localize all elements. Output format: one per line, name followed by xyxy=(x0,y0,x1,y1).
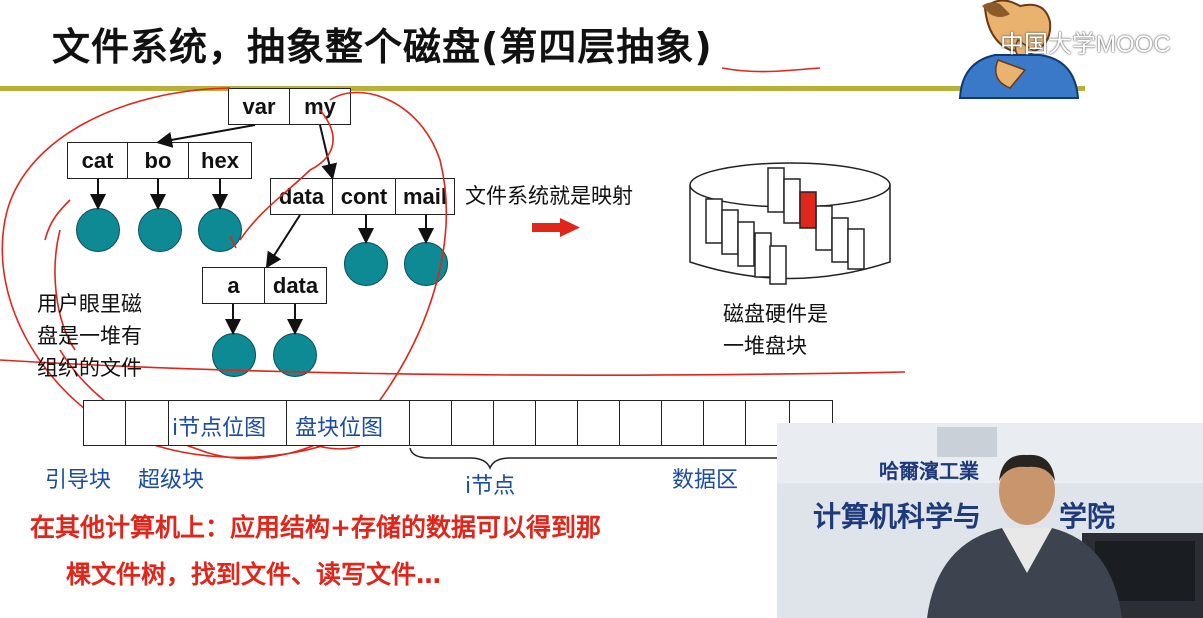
strip-block xyxy=(703,400,746,446)
video-banner-tail: 学院 xyxy=(1059,500,1116,533)
file-node xyxy=(404,242,448,286)
strip-block-block-bitmap xyxy=(286,400,410,446)
user-view-line-2: 盘是一堆有 xyxy=(37,324,142,348)
block-bitmap-label: 盘块位图 xyxy=(295,416,384,441)
file-node xyxy=(138,208,182,252)
boot-block-label: 引导块 xyxy=(45,468,112,493)
strip-block xyxy=(451,400,494,446)
slide-title: 文件系统，抽象整个磁盘(第四层抽象) xyxy=(52,25,713,69)
dir-entry-data: data xyxy=(270,178,333,215)
strip-block xyxy=(661,400,704,446)
dir-entry-a: a xyxy=(202,267,265,304)
dir-entry-hex: hex xyxy=(188,142,252,179)
inode-bitmap-label: i节点位图 xyxy=(172,416,267,441)
title-divider xyxy=(0,86,1085,91)
file-node xyxy=(344,242,388,286)
mooc-watermark: 中国大学MOOC xyxy=(1000,31,1171,58)
mapping-note: 文件系统就是映射 xyxy=(465,184,633,208)
strip-block xyxy=(535,400,578,446)
dir-entry-var: var xyxy=(228,88,290,125)
disk-view-line-1: 磁盘硬件是 xyxy=(723,302,828,326)
dir-entry-my: my xyxy=(289,88,351,125)
disk-icon xyxy=(689,162,891,285)
user-view-line-3: 组织的文件 xyxy=(37,356,142,380)
conclusion-line-1: 在其他计算机上：应用结构+存储的数据可以得到那 xyxy=(30,513,601,542)
lecturer-video-feed: 哈爾濱工業 计算机科学与 学院 xyxy=(777,423,1203,618)
dir-entry-bo: bo xyxy=(127,142,189,179)
user-view-line-1: 用户眼里磁 xyxy=(37,292,142,316)
file-node xyxy=(198,208,242,252)
strip-block xyxy=(619,400,662,446)
strip-block xyxy=(125,400,169,446)
dir-entry-cont: cont xyxy=(332,178,396,215)
dir-entry-cat: cat xyxy=(67,142,128,179)
file-node xyxy=(76,208,120,252)
dir-entry-mail: mail xyxy=(395,178,455,215)
data-area-label: 数据区 xyxy=(672,468,739,493)
video-banner-main: 计算机科学与 xyxy=(813,500,982,533)
super-block-label: 超级块 xyxy=(138,468,205,493)
strip-block xyxy=(83,400,126,446)
lecturer-video-frame xyxy=(777,423,1203,618)
dir-entry-data-sub: data xyxy=(264,267,327,304)
strip-block xyxy=(577,400,620,446)
strip-block xyxy=(409,400,452,446)
disk-view-line-2: 一堆盘块 xyxy=(723,334,807,358)
inodes-label: i节点 xyxy=(465,474,516,499)
strip-block-inode-bitmap xyxy=(168,400,287,446)
file-node xyxy=(212,333,256,377)
file-node xyxy=(273,333,317,377)
strip-block xyxy=(493,400,536,446)
video-banner-top: 哈爾濱工業 xyxy=(879,459,979,483)
conclusion-line-2: 棵文件树，找到文件、读写文件… xyxy=(66,560,442,589)
